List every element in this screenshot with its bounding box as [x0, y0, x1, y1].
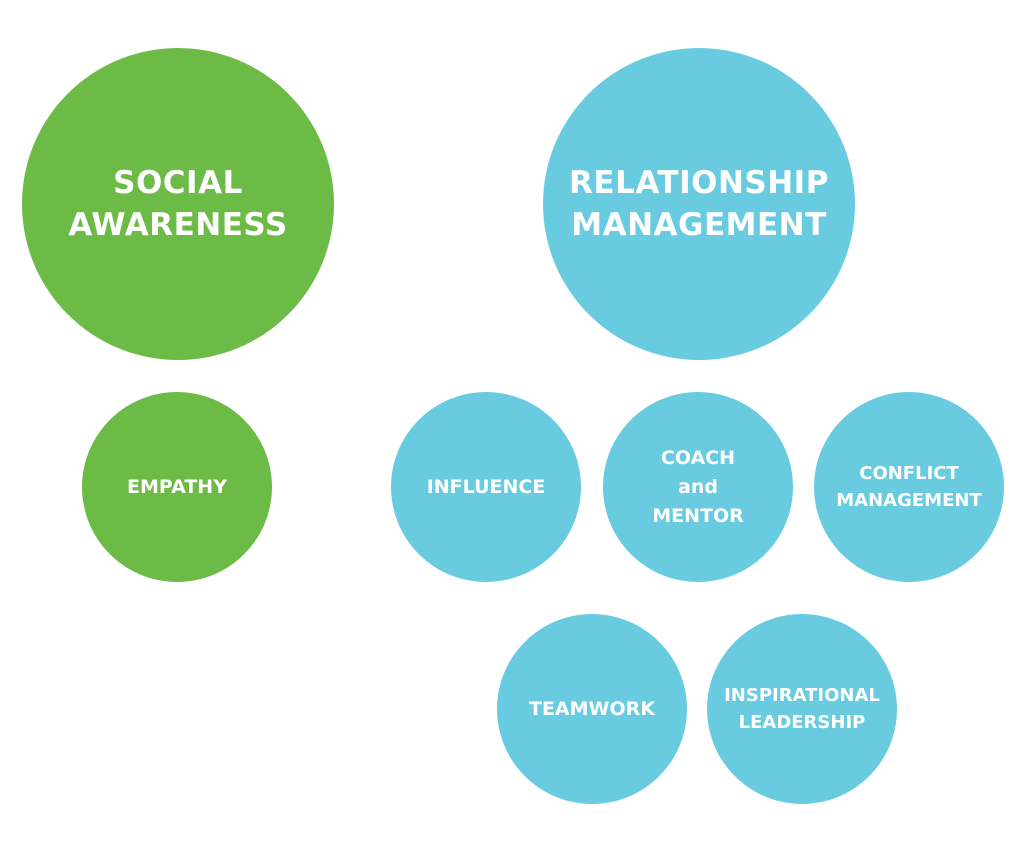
conflict-management-circle: CONFLICT MANAGEMENT	[814, 392, 1004, 582]
inspirational-leadership-circle: INSPIRATIONAL LEADERSHIP	[707, 614, 897, 804]
relationship-management-circle: RELATIONSHIP MANAGEMENT	[543, 48, 855, 360]
coach-and-mentor-label: COACH and MENTOR	[652, 446, 744, 527]
conflict-management-label: CONFLICT MANAGEMENT	[836, 463, 982, 511]
social-awareness-circle: SOCIAL AWARENESS	[22, 48, 334, 360]
inspirational-leadership-label: INSPIRATIONAL LEADERSHIP	[724, 685, 880, 733]
influence-circle: INFLUENCE	[391, 392, 581, 582]
teamwork-label: TEAMWORK	[528, 697, 655, 720]
coach-and-mentor-circle: COACH and MENTOR	[603, 392, 793, 582]
empathy-circle: EMPATHY	[82, 392, 272, 582]
social-awareness-title: SOCIAL AWARENESS	[68, 165, 288, 243]
relationship-management-title: RELATIONSHIP MANAGEMENT	[569, 165, 829, 243]
teamwork-circle: TEAMWORK	[497, 614, 687, 804]
empathy-label: EMPATHY	[127, 475, 227, 498]
influence-label: INFLUENCE	[426, 475, 546, 498]
